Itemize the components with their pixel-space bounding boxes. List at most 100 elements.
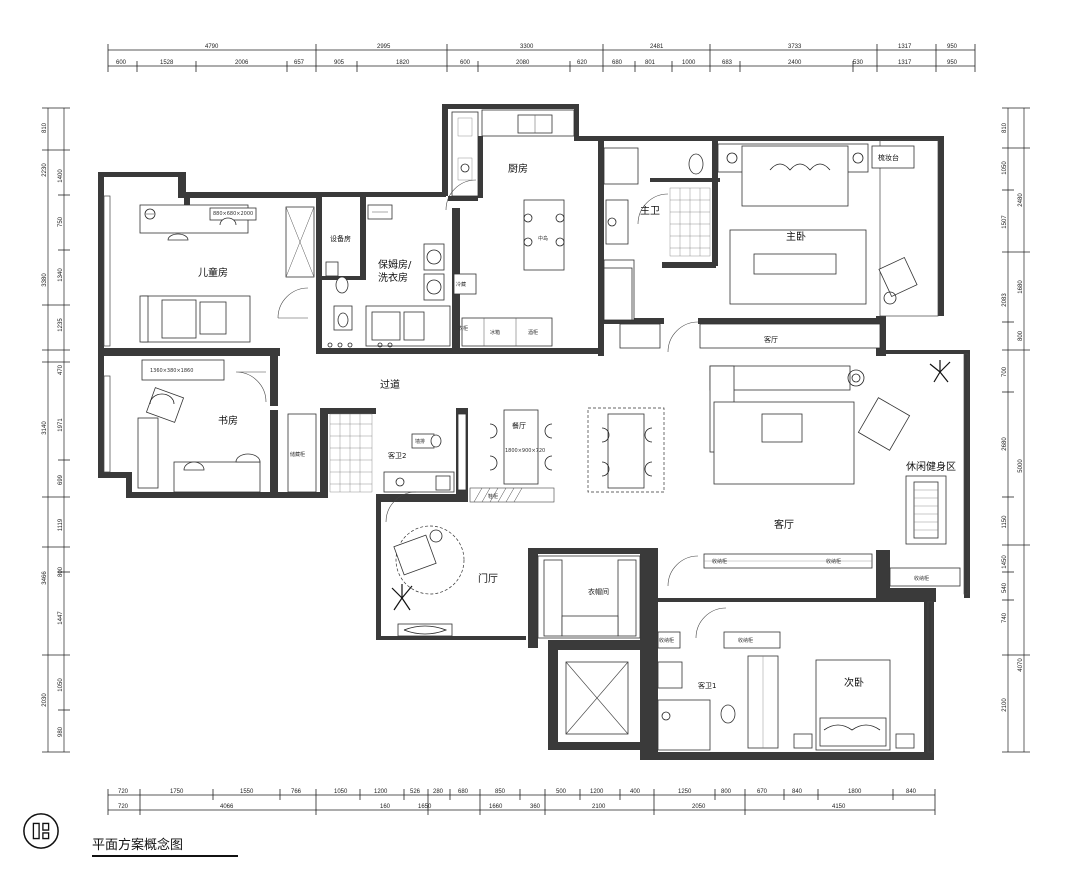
dim-top-1: 3733 — [788, 44, 802, 50]
kids-room-label: 儿童房 — [198, 266, 228, 279]
equipment-room-label: 设备房 — [330, 234, 351, 243]
studio-seal-icon — [23, 813, 59, 849]
plant-icon — [929, 360, 951, 383]
dim-right-2: 1680 — [1018, 280, 1024, 294]
master-bedroom: 主卧 梳妆台 — [717, 143, 918, 305]
dim-bottom-1: 1050 — [334, 789, 348, 795]
second-bedroom: 次卧 — [793, 659, 915, 751]
guest-bath-1: 客卫1 — [657, 655, 779, 751]
storage-label-a: 收纳柜 — [712, 558, 727, 565]
study-label: 书房 — [218, 414, 238, 427]
dim-left-1: 470 — [58, 364, 64, 375]
dim-top-2: 1528 — [160, 60, 174, 66]
dim-top-2: 683 — [722, 60, 733, 66]
dim-bottom-1: 1200 — [374, 789, 388, 795]
dim-bottom-1: 500 — [556, 789, 567, 795]
corridor-label: 过道 — [380, 378, 400, 391]
dim-left-2: 1340 — [58, 268, 64, 282]
dim-bottom-1: 670 — [757, 789, 768, 795]
dim-bottom-2: 1660 — [489, 804, 503, 810]
dim-bottom-1: 1200 — [590, 789, 604, 795]
foyer: 门厅 — [391, 525, 498, 637]
dim-bottom-2: 2050 — [692, 804, 706, 810]
nanny-area: 冷藏 设备房 保姆房/ 洗衣房 — [325, 204, 477, 348]
dim-right-1: 810 — [1002, 122, 1008, 133]
dim-left-1: 3466 — [42, 571, 48, 585]
guest-bath-2-label: 客卫2 — [388, 451, 406, 460]
dim-left-1: 810 — [42, 122, 48, 133]
nanny-room-label-2: 洗衣房 — [378, 271, 408, 284]
guest-bath-1-label: 客卫1 — [698, 681, 716, 690]
dim-top-1: 4790 — [205, 44, 219, 50]
dim-right-1: 2680 — [1002, 437, 1008, 451]
dim-top-2: 2006 — [235, 60, 249, 66]
dim-top-2: 950 — [947, 60, 958, 66]
books-label: 储藏柜 — [290, 451, 305, 458]
dim-right-1: 1450 — [1002, 555, 1008, 569]
storage: 收纳柜 收纳柜 收纳柜 收纳柜 收纳柜 — [657, 553, 961, 649]
dim-bottom-1: 680 — [458, 789, 469, 795]
dim-bottom-1: 526 — [410, 789, 421, 795]
nanny-room-label-1: 保姆房/ — [378, 258, 412, 271]
dim-top-2: 1820 — [396, 60, 410, 66]
master-bed-label: 主卧 — [786, 230, 806, 243]
dim-bottom-1: 766 — [291, 789, 302, 795]
storage-label-e: 收纳柜 — [738, 637, 753, 644]
leisure-label: 休闲健身区 — [906, 460, 956, 473]
living-label-top: 客厅 — [764, 335, 778, 344]
dim-right-1: 540 — [1002, 582, 1008, 593]
dim-left-1: 2230 — [42, 163, 48, 177]
fridge-label: 冰箱 — [490, 329, 500, 336]
right-dimensions: 810 1050 2480 1507 2083 800 700 2680 500… — [1002, 107, 1030, 753]
windows — [103, 139, 969, 753]
leisure: 休闲健身区 — [905, 360, 956, 545]
svg-text:1360×380×1860: 1360×380×1860 — [150, 368, 193, 374]
bottom-dimensions: 720 1750 1550 766 1050 1200 526 280 680 … — [107, 789, 936, 815]
dining-label: 餐厅 — [512, 421, 526, 430]
dim-top-2: 801 — [645, 60, 656, 66]
dim-bottom-2: 160 — [380, 804, 391, 810]
dim-left-1: 1119 — [58, 518, 64, 531]
dim-left-1: 3380 — [42, 273, 48, 287]
guest-bath-2: 墙排 客卫2 — [329, 413, 467, 493]
dim-bottom-2: 1650 — [418, 804, 432, 810]
dim-bottom-2: 360 — [530, 804, 541, 810]
cloakroom: 衣帽间 — [537, 555, 641, 639]
dim-bottom-1: 1750 — [170, 789, 184, 795]
dim-bottom-1: 720 — [118, 789, 129, 795]
dim-right-1: 5000 — [1018, 459, 1024, 473]
dim-left-1: 1235 — [58, 318, 64, 332]
dim-top-2: 1000 — [682, 60, 696, 66]
storage-label-b: 收纳柜 — [826, 558, 841, 565]
dim-top-1: 950 — [947, 44, 958, 50]
dim-top-2: 905 — [334, 60, 345, 66]
dim-right-1: 800 — [1018, 330, 1024, 341]
dim-bottom-1: 840 — [792, 789, 803, 795]
study: 1360×380×1860 储藏柜 书房 — [137, 359, 317, 493]
dim-top-2: 1317 — [898, 60, 912, 66]
dim-left-2: 1050 — [58, 678, 64, 692]
dim-bottom-1: 840 — [906, 789, 917, 795]
dim-left-2: 800 — [58, 566, 64, 577]
doors — [235, 179, 727, 639]
shoe-cab-label: 鞋柜 — [488, 493, 498, 500]
dim-top-1: 2995 — [377, 44, 391, 50]
second-bed-label: 次卧 — [844, 676, 864, 689]
dim-bottom-2: 720 — [118, 804, 129, 810]
dim-left-2: 1971 — [58, 418, 64, 432]
dim-right-1: 740 — [1002, 612, 1008, 623]
dim-left-1: 2030 — [42, 693, 48, 707]
svg-text:1800×900×720: 1800×900×720 — [505, 448, 545, 454]
dim-top-2: 680 — [612, 60, 623, 66]
wardrobe-row: 客厅 — [603, 267, 881, 349]
wine-label: 酒柜 — [528, 329, 538, 336]
kitchen: 冰箱 酒柜 衣柜 厨房 中岛 — [451, 109, 575, 347]
dim-left-2: 750 — [58, 216, 64, 227]
left-dimensions: 810 2230 3380 1235 470 3140 699 1119 346… — [42, 107, 70, 753]
kids-room: 880×680×2000 儿童房 — [139, 204, 315, 343]
plan-title: 平面方案概念图 — [92, 838, 184, 853]
kitchen-label: 厨房 — [508, 162, 528, 175]
dim-top-2: 600 — [460, 60, 471, 66]
dim-bottom-1: 1800 — [848, 789, 862, 795]
